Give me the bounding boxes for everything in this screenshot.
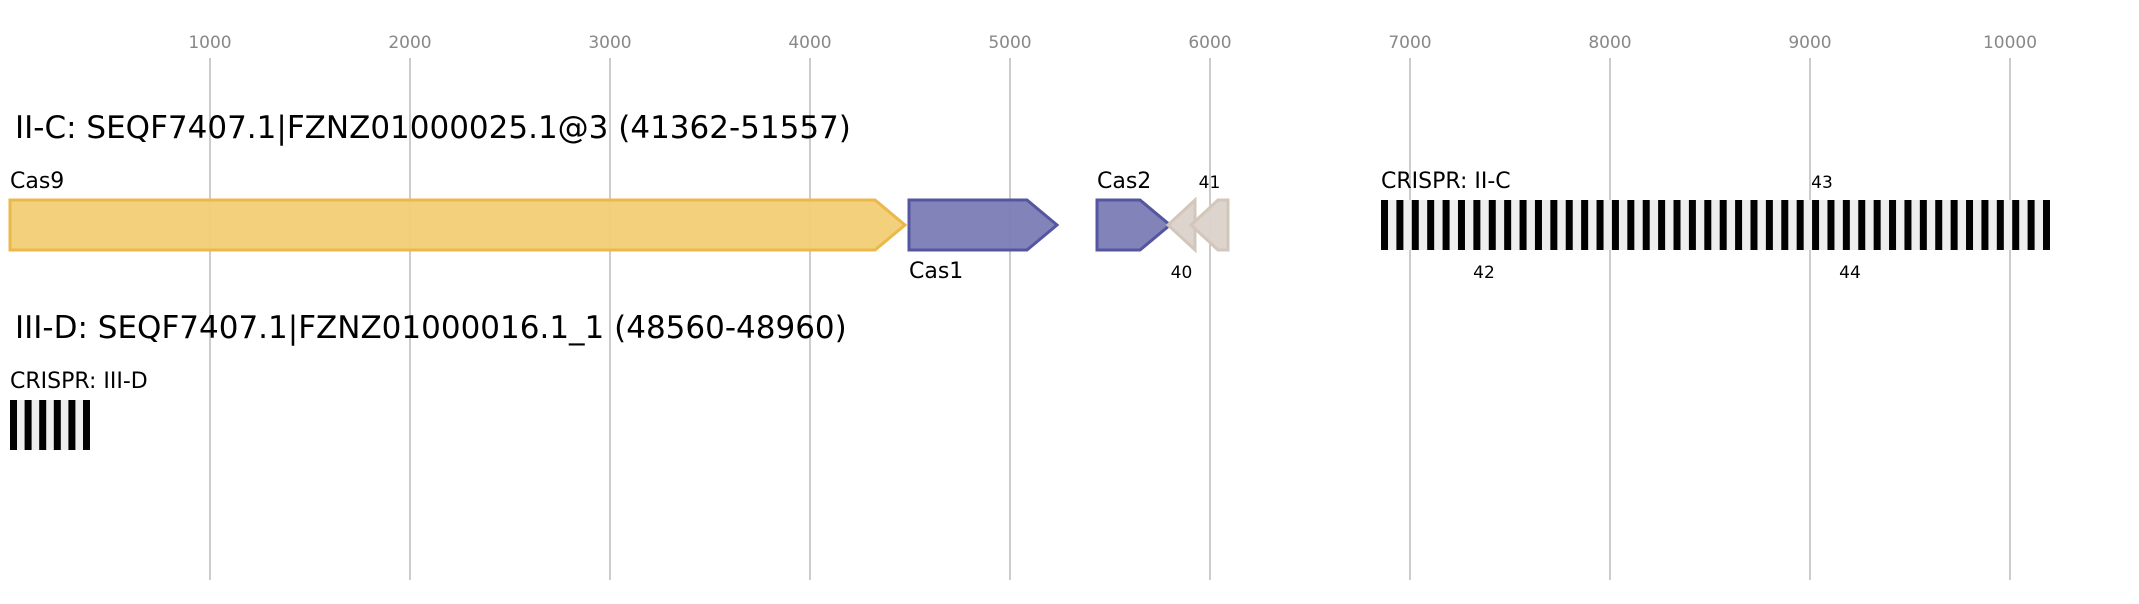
crispr-array <box>10 400 90 450</box>
crispr-repeat <box>39 400 47 450</box>
crispr-repeat <box>1842 200 1850 250</box>
feature-number-label: 43 <box>1811 173 1833 193</box>
track-title: II-C: SEQF7407.1|FZNZ01000025.1@3 (41362… <box>15 110 851 146</box>
gene-arrow-cas2 <box>1095 198 1173 252</box>
crispr-repeat <box>1688 200 1696 250</box>
crispr-repeat <box>1658 200 1666 250</box>
gene-label: Cas9 <box>10 169 64 194</box>
crispr-repeat <box>1966 200 1974 250</box>
gene-label: 40 <box>1171 263 1193 283</box>
axis-tick-label: 6000 <box>1188 33 1231 53</box>
crispr-repeat <box>2043 200 2050 250</box>
axis-tick-label: 9000 <box>1788 33 1831 53</box>
crispr-repeat <box>1442 200 1450 250</box>
crispr-repeat <box>1919 200 1927 250</box>
crispr-repeat <box>1504 200 1512 250</box>
crispr-repeat <box>1488 200 1496 250</box>
axis-tick-label: 4000 <box>788 33 831 53</box>
track-title: III-D: SEQF7407.1|FZNZ01000016.1_1 (4856… <box>15 310 847 346</box>
gene-label: 41 <box>1199 173 1221 193</box>
crispr-repeat <box>1827 200 1835 250</box>
crispr-repeat <box>1565 200 1573 250</box>
crispr-repeat <box>1704 200 1712 250</box>
crispr-repeat <box>1519 200 1527 250</box>
crispr-repeat <box>24 400 32 450</box>
crispr-repeat <box>1396 200 1404 250</box>
axis-tick-label: 3000 <box>588 33 631 53</box>
crispr-repeat <box>1627 200 1635 250</box>
crispr-repeat <box>1858 200 1866 250</box>
axis-tick-label: 7000 <box>1388 33 1431 53</box>
crispr-repeat <box>1996 200 2004 250</box>
crispr-repeat <box>1457 200 1465 250</box>
gene-arrow-cas9 <box>8 198 908 252</box>
crispr-repeat <box>53 400 61 450</box>
crispr-repeat <box>68 400 76 450</box>
axis-tick-label: 10000 <box>1983 33 2037 53</box>
crispr-repeat <box>1750 200 1758 250</box>
feature-number-label: 42 <box>1473 263 1495 283</box>
crispr-repeat <box>1473 200 1481 250</box>
crispr-repeat <box>1781 200 1789 250</box>
crispr-repeat <box>1735 200 1743 250</box>
gene-label: Cas2 <box>1097 169 1151 194</box>
gene-label: Cas1 <box>909 259 963 284</box>
crispr-repeat <box>1765 200 1773 250</box>
crispr-repeat <box>2027 200 2035 250</box>
crispr-repeat <box>2012 200 2020 250</box>
crispr-label: CRISPR: III-D <box>10 369 148 394</box>
crispr-repeat <box>1719 200 1727 250</box>
gene-arrow-cas1 <box>907 198 1060 252</box>
axis-tick-label: 5000 <box>988 33 1031 53</box>
crispr-repeat <box>1904 200 1912 250</box>
crispr-repeat <box>1935 200 1943 250</box>
crispr-array <box>1381 200 2050 250</box>
crispr-repeat <box>1427 200 1435 250</box>
crispr-repeat <box>1981 200 1989 250</box>
axis-tick-label: 2000 <box>388 33 431 53</box>
crispr-repeat <box>83 400 90 450</box>
crispr-repeat <box>1950 200 1958 250</box>
crispr-label: CRISPR: II-C <box>1381 169 1511 194</box>
crispr-repeat <box>1642 200 1650 250</box>
crispr-repeat <box>1796 200 1804 250</box>
axis-tick-label: 1000 <box>188 33 231 53</box>
crispr-repeat <box>10 400 17 450</box>
crispr-repeat <box>1611 200 1619 250</box>
crispr-repeat <box>1889 200 1897 250</box>
axis-tick-label: 8000 <box>1588 33 1631 53</box>
crispr-repeat <box>1534 200 1542 250</box>
gene-arrow-41 <box>1188 198 1230 252</box>
crispr-repeat <box>1673 200 1681 250</box>
crispr-repeat <box>1550 200 1558 250</box>
feature-number-label: 44 <box>1839 263 1861 283</box>
crispr-repeat <box>1381 200 1388 250</box>
crispr-repeat <box>1596 200 1604 250</box>
crispr-repeat <box>1873 200 1881 250</box>
crispr-repeat <box>1581 200 1589 250</box>
crispr-repeat <box>1812 200 1820 250</box>
crispr-repeat <box>1411 200 1419 250</box>
